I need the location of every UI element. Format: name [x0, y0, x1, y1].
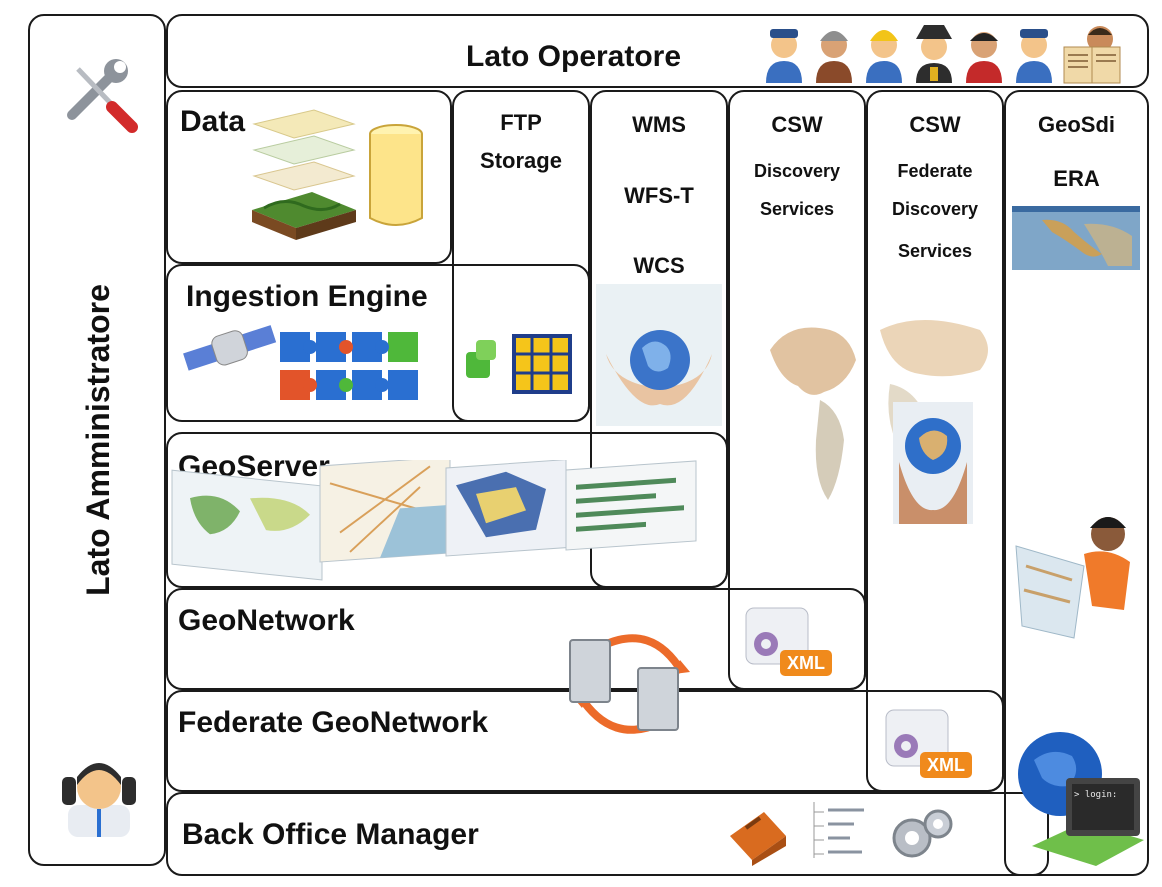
gears-icon: [892, 809, 953, 858]
hands-globe-picture: [596, 284, 722, 426]
terminal-prompt: > login:: [1074, 790, 1118, 800]
italy-map-picture: [1012, 206, 1140, 270]
csw1-line1: CSW: [771, 112, 823, 137]
sync-servers-icon: [569, 634, 690, 734]
operator-people-icons: [766, 25, 1121, 84]
ows-line3: WCS: [633, 253, 685, 278]
csw2-line3: Discovery: [891, 199, 979, 219]
csw1-line2: Discovery: [753, 161, 841, 181]
ingestion-box: [166, 264, 590, 422]
gear-icon: [745, 607, 832, 676]
geosdi-box: [1004, 90, 1149, 876]
ftp-line1: FTP: [500, 110, 542, 135]
data-layers-picture: [252, 109, 423, 240]
geonetwork-box: [166, 588, 866, 690]
woman-map-picture: [1015, 517, 1130, 639]
csw2-line1: CSW: [909, 112, 961, 137]
ingestion-label: Ingestion Engine: [186, 280, 428, 313]
data-label: Data: [180, 105, 246, 138]
backoffice-box: [166, 792, 1049, 876]
geoserver-box: [166, 432, 728, 588]
tree-list-icon: [813, 802, 864, 858]
globe-laptop-icon: [1018, 732, 1144, 866]
operator-panel: [166, 14, 1149, 88]
backoffice-label: Back Office Manager: [182, 818, 479, 851]
geosdi-line2: ERA: [1053, 166, 1100, 191]
wrench-screwdriver-icon: [67, 59, 138, 133]
toolbox-icon: [730, 812, 786, 866]
ows-line1: WMS: [632, 112, 686, 137]
xml-badge-2: XML: [927, 755, 965, 775]
ingestion-puzzle-picture: [183, 325, 572, 400]
xml-gears-icon-2: XML: [880, 702, 976, 780]
ows-line2: WFS-T: [624, 183, 694, 208]
gear-icon: [885, 709, 972, 778]
admin-label: Lato Amministratore: [80, 284, 116, 596]
csw2-line4: Services: [897, 241, 973, 261]
geoserver-maps-picture: [171, 460, 697, 581]
data-box: [166, 90, 452, 264]
xml-badge-1: XML: [787, 653, 825, 673]
operator-label: Lato Operatore: [466, 40, 682, 73]
admin-panel: [28, 14, 166, 866]
xml-gears-icon-1: XML: [740, 600, 836, 678]
administrator-headset-icon: [62, 763, 136, 837]
csw2-line2: Federate: [897, 161, 973, 181]
federate-label: Federate GeoNetwork: [178, 706, 489, 739]
geonetwork-label: GeoNetwork: [178, 604, 355, 637]
csw1-line3: Services: [759, 199, 835, 219]
geosdi-line1: GeoSdi: [1037, 112, 1115, 137]
ftp-line2: Storage: [480, 148, 562, 173]
globe-hands-picture: [893, 402, 973, 524]
